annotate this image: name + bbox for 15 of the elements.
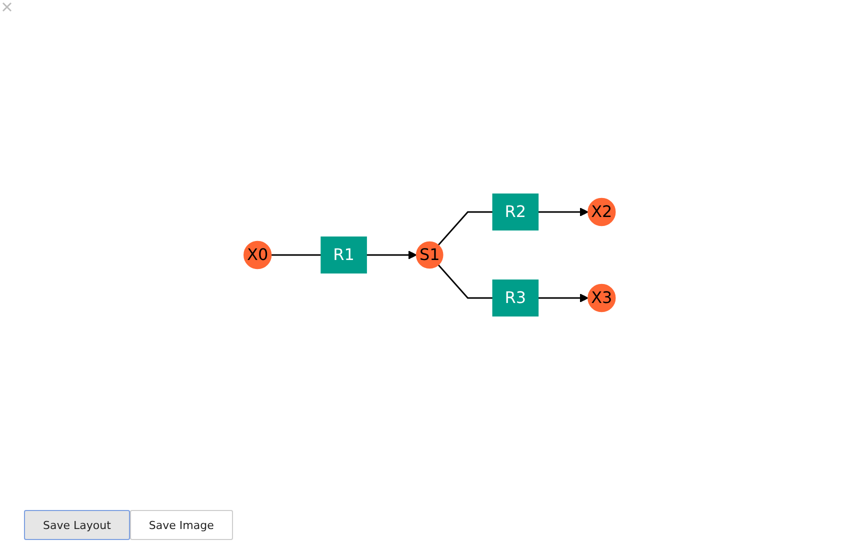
- arrow: [538, 294, 589, 302]
- node-circle: X0: [244, 240, 272, 270]
- node-circle: X2: [588, 198, 616, 226]
- node-box: R1: [321, 236, 368, 274]
- node-box: R3: [492, 280, 539, 316]
- action-button: Save Image: [130, 510, 233, 540]
- arrow: [366, 250, 418, 260]
- node-circle: S1: [416, 241, 444, 269]
- action-button: Save Layout: [24, 510, 130, 540]
- connector: [272, 254, 322, 256]
- connector: [438, 264, 494, 299]
- arrow: [538, 208, 589, 216]
- node-box: R2: [492, 194, 539, 230]
- connector: [438, 211, 494, 246]
- node-circle: X3: [588, 284, 616, 312]
